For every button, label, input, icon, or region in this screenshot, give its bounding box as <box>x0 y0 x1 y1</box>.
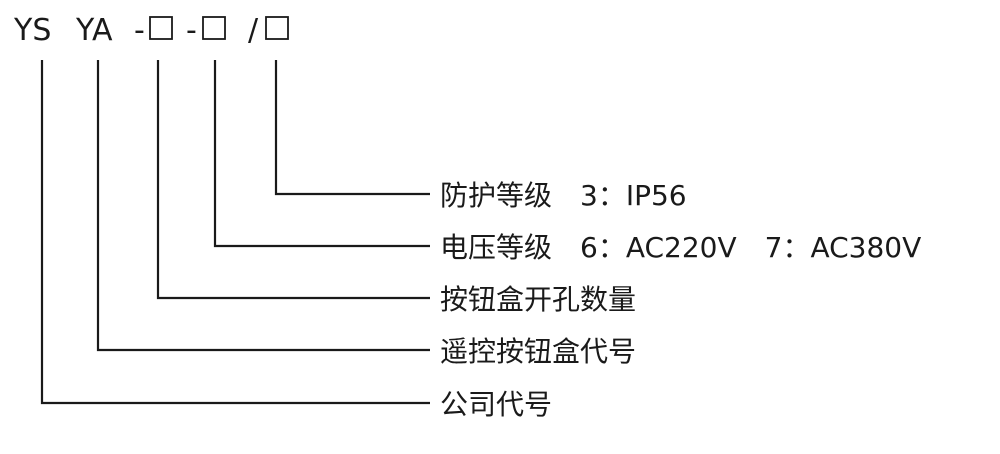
label-company: 公司代号 <box>440 388 552 421</box>
leader-line-remote <box>96 60 430 352</box>
placeholder-box-protection <box>265 16 289 40</box>
leader-line-company <box>40 60 430 405</box>
legend-labels: 防护等级 3：IP56 电压等级 6：AC220V 7：AC380V 按钮盒开孔… <box>440 179 921 421</box>
model-code: YS YA - - / <box>13 13 289 48</box>
placeholder-box-holes <box>149 16 173 40</box>
code-separator-3: / <box>248 13 259 48</box>
leader-line-holes <box>156 60 430 300</box>
leader-line-voltage <box>213 60 430 248</box>
placeholder-box-voltage <box>202 16 226 40</box>
label-holes: 按钮盒开孔数量 <box>440 283 636 316</box>
leader-lines <box>40 60 430 405</box>
code-company: YS <box>13 13 51 48</box>
leader-line-protection <box>274 60 430 196</box>
label-protection: 防护等级 3：IP56 <box>440 179 687 212</box>
label-remote: 遥控按钮盒代号 <box>440 335 636 368</box>
code-separator-2: - <box>186 13 197 48</box>
label-voltage: 电压等级 6：AC220V 7：AC380V <box>440 231 921 264</box>
code-separator-1: - <box>134 13 145 48</box>
code-remote: YA <box>75 13 113 48</box>
